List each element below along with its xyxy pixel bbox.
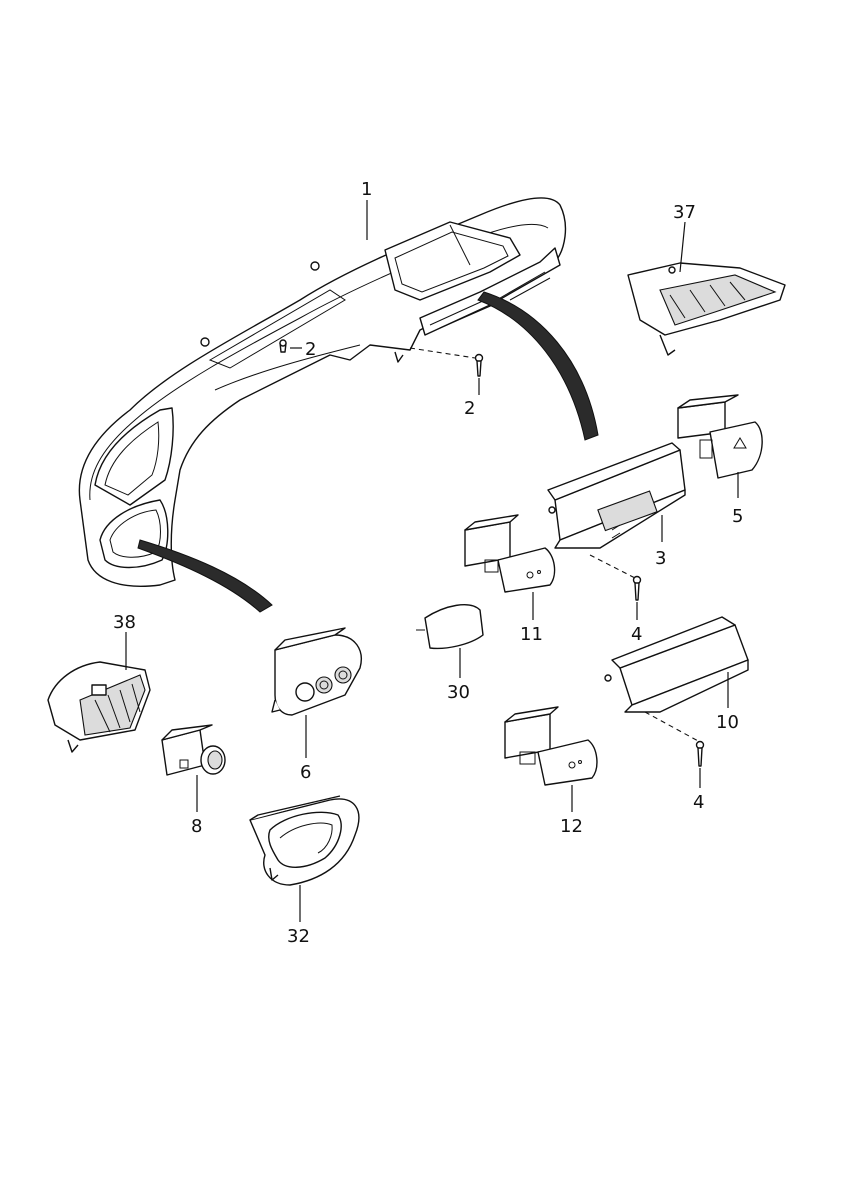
screw-part-2a [279, 339, 287, 353]
screw-part-4a [632, 575, 642, 601]
hazard-switch-part-5 [677, 394, 763, 479]
callout-37: 37 [673, 202, 696, 223]
display-unit-part-3 [547, 442, 686, 549]
assembly-arrow-right [477, 291, 599, 441]
callout-10: 10 [716, 712, 739, 733]
callout-32: 32 [287, 926, 310, 947]
callout-30: 30 [447, 682, 470, 703]
callout-labels: 1 2 2 37 5 3 11 4 30 10 4 12 38 6 8 32 [113, 179, 743, 947]
callout-6: 6 [300, 762, 311, 783]
blank-cover-part-30 [416, 604, 484, 650]
display-unit-part-10 [604, 616, 749, 713]
air-vent-part-37 [627, 262, 786, 356]
switch-part-11 [464, 514, 556, 593]
bezel-part-32 [249, 795, 360, 886]
air-vent-part-38 [47, 661, 151, 753]
callout-8: 8 [191, 816, 202, 837]
screw-part-2b [474, 353, 484, 377]
callout-4b: 4 [693, 792, 704, 813]
callout-38: 38 [113, 612, 136, 633]
assembly-arrow-left [137, 539, 273, 613]
callout-2b: 2 [464, 398, 475, 419]
control-panel-part-6 [271, 627, 362, 716]
callout-4a: 4 [631, 624, 642, 645]
callout-5: 5 [732, 506, 743, 527]
callout-2a: 2 [305, 339, 316, 360]
callout-12: 12 [560, 816, 583, 837]
callout-11: 11 [520, 624, 543, 645]
switch-part-12 [504, 706, 598, 786]
switch-part-8 [161, 724, 226, 776]
instrument-panel-part [78, 197, 567, 587]
callout-1: 1 [361, 179, 372, 200]
screw-part-4b [695, 740, 705, 767]
callout-3: 3 [655, 548, 666, 569]
